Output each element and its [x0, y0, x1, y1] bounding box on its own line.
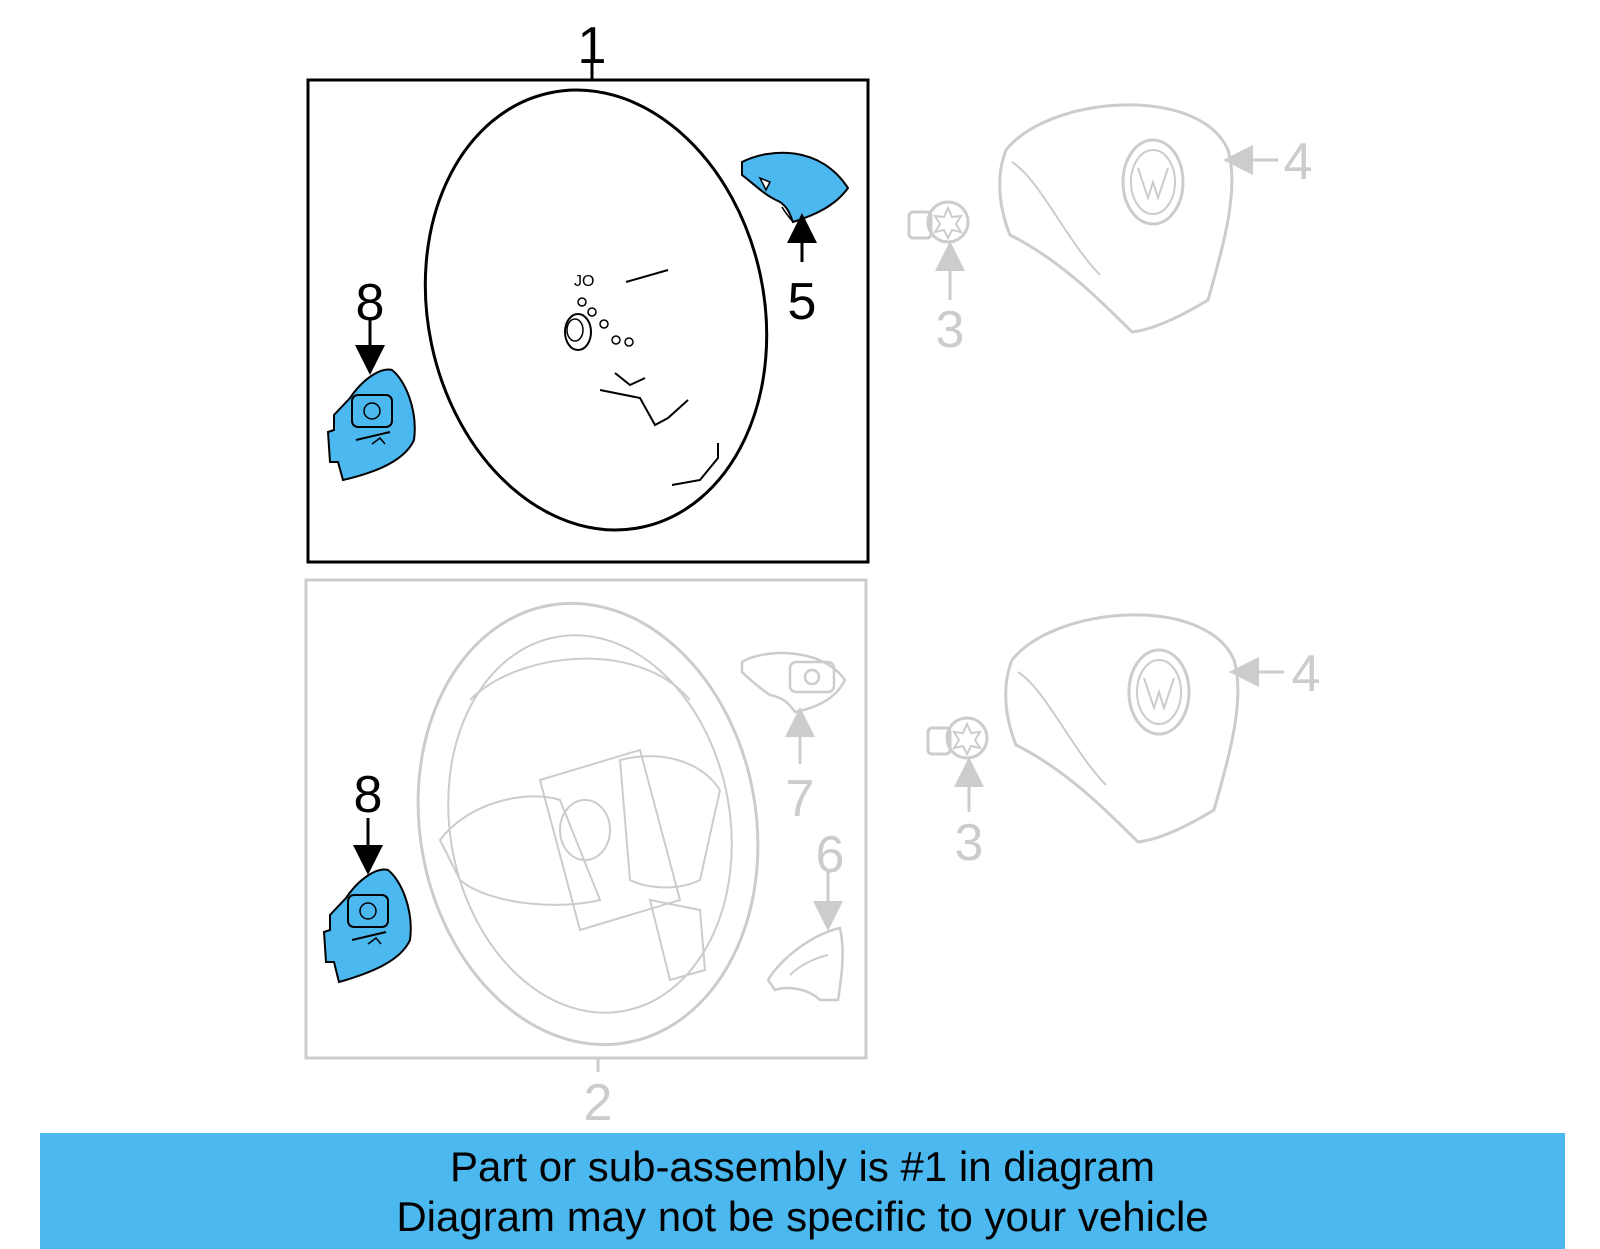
callout-8-bottom: 8	[354, 766, 383, 824]
banner-line-2: Diagram may not be specific to your vehi…	[396, 1193, 1209, 1240]
info-banner: Part or sub-assembly is #1 in diagram Di…	[40, 1133, 1565, 1249]
callout-6: 6	[816, 826, 845, 884]
callout-5: 5	[788, 273, 817, 331]
banner-line-1: Part or sub-assembly is #1 in diagram	[450, 1143, 1155, 1190]
steering-wheel-outline: JO	[423, 88, 769, 532]
callout-3-top: 3	[936, 301, 965, 359]
switch-part-8-bottom[interactable]	[322, 868, 412, 984]
switch-part-7[interactable]	[740, 651, 847, 714]
callout-7: 7	[786, 770, 815, 828]
bolt-part-3-bottom[interactable]	[926, 716, 989, 760]
airbag-part-4-bottom[interactable]	[1004, 613, 1240, 844]
svg-text:JO: JO	[574, 273, 594, 290]
trim-part-6[interactable]	[766, 926, 844, 1002]
steering-wheel-assembly-box[interactable]	[306, 78, 870, 564]
callout-8-top: 8	[356, 274, 385, 332]
steering-wheel-complete-box[interactable]	[304, 578, 868, 1060]
callout-4-top: 4	[1284, 133, 1313, 191]
callout-2: 2	[584, 1074, 613, 1132]
bolt-part-3-top[interactable]	[907, 200, 970, 244]
callout-4-bottom: 4	[1292, 645, 1321, 703]
airbag-part-4-top[interactable]	[998, 103, 1234, 334]
callout-1: 1	[578, 17, 607, 75]
switch-part-8-top[interactable]	[326, 368, 416, 482]
callout-3-bottom: 3	[955, 814, 984, 872]
steering-wheel-grey	[416, 601, 760, 1047]
trim-cover-part-5[interactable]	[741, 151, 850, 224]
